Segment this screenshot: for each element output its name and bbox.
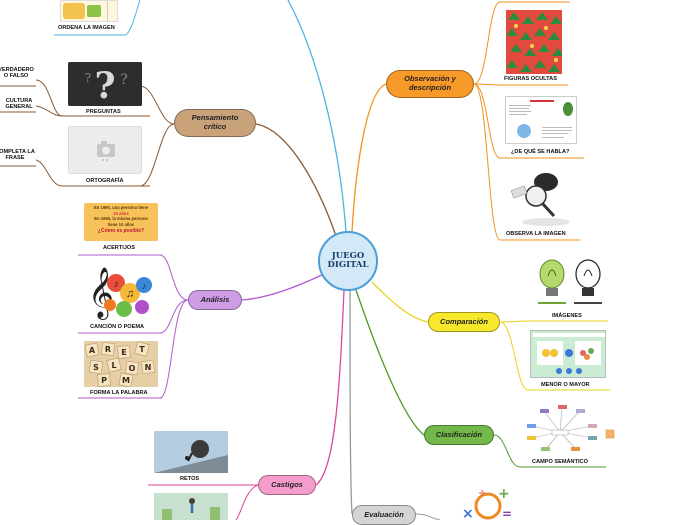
leaf-figuras-ocultas: FIGURAS OCULTAS [504, 76, 557, 82]
central-topic-line2: DIGITAL [327, 260, 369, 270]
leaf-imagenes: IMÁGENES [552, 313, 582, 319]
acertijo-line4: tiene 10 años [107, 222, 135, 228]
central-topic[interactable]: JUEGO DIGITAL [318, 231, 378, 291]
svg-text:L: L [111, 361, 116, 370]
ordena-image-1 [63, 3, 85, 19]
ortografia-thumbnail[interactable] [68, 126, 142, 174]
svg-text:?: ? [94, 65, 115, 106]
worksheet-icon [509, 100, 573, 138]
connector-evaluacion [349, 290, 353, 515]
svg-text:♪: ♪ [142, 281, 147, 291]
connector-castigos [315, 289, 345, 486]
topic-castigos-label: Castigos [271, 479, 303, 489]
svg-text:♫: ♫ [126, 288, 134, 300]
connector-clasificacion [355, 289, 425, 436]
svg-text:÷: ÷ [478, 488, 486, 499]
ordena-thumbnail[interactable] [60, 0, 118, 22]
topic-clasificacion[interactable]: Clasificación [424, 425, 494, 445]
boulder-push-icon [154, 431, 228, 473]
leaf-observa-la-imagen: OBSERVA LA IMAGEN [506, 231, 566, 237]
retos-thumbnail[interactable] [154, 431, 228, 473]
topic-clasificacion-label: Clasificación [435, 429, 483, 439]
ordena-image-2 [87, 5, 101, 17]
svg-text:𝄞: 𝄞 [88, 267, 114, 320]
acertijo-line2: 15 años [113, 210, 129, 216]
topic-comparacion-label: Comparación [440, 316, 488, 326]
svg-text:E: E [121, 348, 126, 357]
running-person-icon [154, 493, 228, 520]
de-que-se-habla-thumbnail[interactable] [505, 96, 577, 144]
camera-icon [97, 141, 115, 161]
topic-analisis-label: Análisis [200, 294, 230, 304]
math-symbols-icon: + × = ÷ [462, 486, 512, 520]
leaf-preguntas: PREGUNTAS [86, 109, 121, 115]
svg-text:♪: ♪ [114, 279, 119, 290]
acertijo-line5: ¿Cómo es posible? [97, 227, 145, 234]
imagenes-thumbnail[interactable] [530, 254, 606, 312]
topic-analisis[interactable]: Análisis [188, 290, 242, 310]
leaf-ortografia: ORTOGRAFÍA [86, 178, 124, 184]
topic-observacion-label: Observación y descripción [404, 74, 456, 92]
topic-castigos[interactable]: Castigos [258, 475, 316, 495]
svg-text:P: P [101, 376, 107, 385]
svg-text:?: ? [120, 72, 128, 88]
leaf-retos: RETOS [180, 476, 200, 482]
svg-text:R: R [105, 345, 111, 354]
leaf-verdadero-o-falso: VERDADERO O FALSO [0, 67, 34, 80]
observa-la-imagen-thumbnail[interactable] [506, 170, 574, 228]
leaf-cancion-o-poema: CANCIÓN O POEMA [90, 324, 145, 330]
acertijos-thumbnail[interactable]: En 1990, una persona tiene 15 años En 19… [84, 203, 158, 241]
question-mark-icon: ? ? ? [68, 62, 142, 106]
figuras-ocultas-thumbnail[interactable] [506, 10, 562, 74]
acertijo-line1: En 1990, una persona tiene [94, 205, 148, 210]
semantic-map-icon [527, 405, 615, 451]
ordena-number-column [107, 1, 117, 21]
leaf-cultura-general: CULTURA GENERAL [5, 98, 33, 111]
connector-top [287, 0, 347, 233]
magnifier-illustration-icon [510, 173, 570, 226]
svg-text:×: × [462, 506, 474, 520]
topic-evaluacion[interactable]: Evaluación [352, 505, 416, 525]
leaf-de-que-se-habla: ¿DE QUÉ SE HABLA? [511, 149, 570, 155]
topic-pensamiento-critico[interactable]: Pensamiento crítico [174, 109, 256, 137]
acertijo-line3: En 1995, la misma persona [94, 216, 148, 222]
connector-analisis [241, 274, 323, 301]
svg-text:+: + [498, 486, 510, 502]
svg-text:M: M [122, 376, 130, 385]
central-topic-line1: JUEGO [331, 250, 365, 261]
svg-text:?: ? [85, 71, 91, 85]
svg-text:A: A [89, 346, 96, 355]
topic-comparacion[interactable]: Comparación [428, 312, 500, 332]
leaf-acertijos: ACERTIJOS [103, 245, 136, 251]
hidden-figures-icon [506, 10, 562, 74]
svg-text:=: = [502, 507, 512, 520]
topic-observacion[interactable]: Observación y descripción [386, 70, 474, 98]
connector-pensamiento [255, 123, 337, 237]
svg-text:T: T [139, 345, 145, 354]
campo-semantico-thumbnail[interactable] [526, 402, 616, 454]
cancion-thumbnail[interactable]: 𝄞 ♪ ♫ ♪ [86, 263, 156, 321]
connector-comparacion [371, 281, 429, 323]
menor-o-mayor-thumbnail[interactable] [530, 330, 606, 378]
connector-observacion [351, 83, 387, 233]
svg-text:S: S [93, 363, 99, 372]
leaf-ordena-la-imagen: ORDENA LA IMAGEN [58, 25, 115, 31]
leaf-forma-la-palabra: FORMA LA PALABRA [90, 390, 148, 396]
preguntas-thumbnail[interactable]: ? ? ? [68, 62, 142, 106]
leaf-completa-la-frase: COMPLETA LA FRASE [0, 149, 35, 162]
leaf-menor-o-mayor: MENOR O MAYOR [541, 382, 590, 388]
topic-pensamiento-label: Pensamiento crítico [191, 113, 239, 131]
music-notes-icon: 𝄞 ♪ ♫ ♪ [88, 267, 152, 320]
evaluacion-thumbnail[interactable]: + × = ÷ [458, 484, 520, 520]
svg-text:N: N [145, 363, 152, 372]
leaf-campo-semantico: CAMPO SEMÁNTICO [532, 459, 588, 465]
light-bulbs-icon [538, 259, 602, 304]
topic-evaluacion-label: Evaluación [364, 509, 404, 519]
castigo-2-thumbnail[interactable] [154, 493, 228, 520]
fruit-comparison-icon [533, 333, 605, 374]
svg-text:O: O [129, 364, 136, 373]
